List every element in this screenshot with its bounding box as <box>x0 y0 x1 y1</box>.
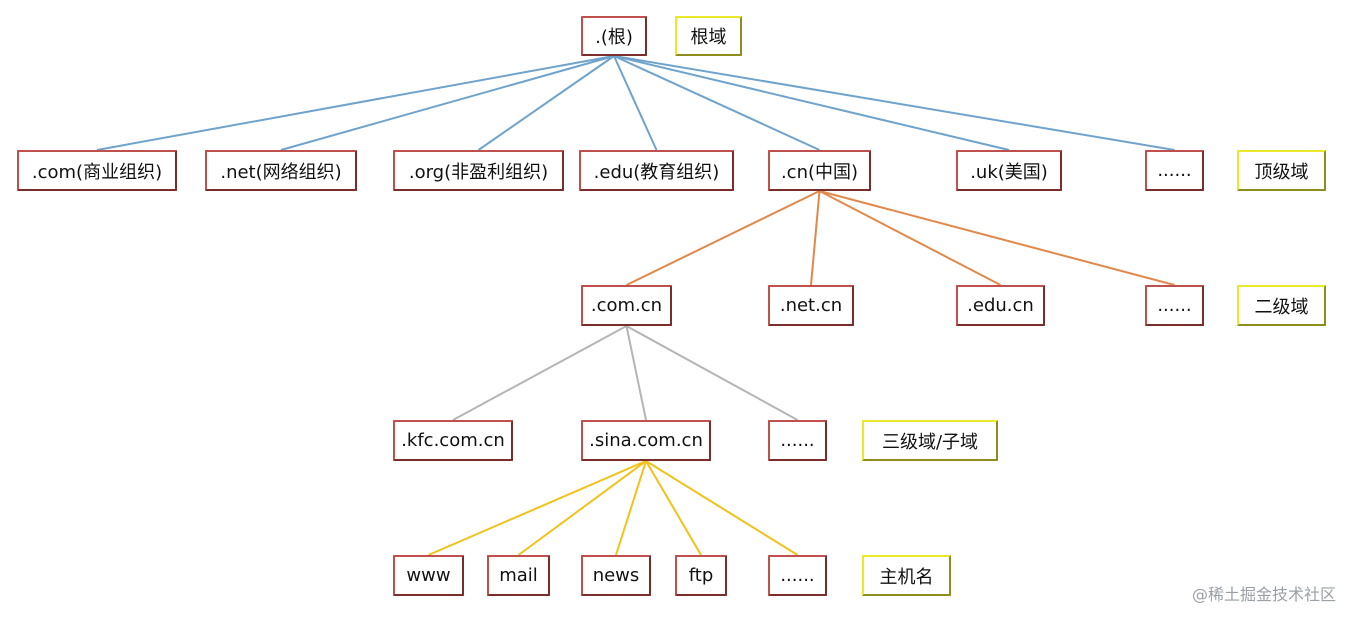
edge-root-edu <box>613 55 658 151</box>
node-tld-more: ...... <box>1145 150 1204 191</box>
node-ftp: ftp <box>675 555 727 596</box>
edge-cn-com_cn <box>626 190 820 286</box>
node-sina: .sina.com.cn <box>581 420 711 461</box>
node-net: .net(网络组织) <box>205 150 357 191</box>
edge-root-cn <box>613 55 820 151</box>
node-cn: .cn(中国) <box>768 150 871 191</box>
edge-com_cn-kfc <box>452 325 627 421</box>
edge-root-tld_more <box>613 55 1175 151</box>
node-host-more: ...... <box>768 555 827 596</box>
node-mail: mail <box>487 555 550 596</box>
edge-sina-news <box>615 460 647 556</box>
edge-sina-www <box>428 460 647 556</box>
edge-root-net <box>280 55 615 151</box>
node-third-more: ...... <box>768 420 827 461</box>
level-label-root: 根域 <box>675 16 742 56</box>
edge-sina-host_more <box>645 460 799 556</box>
level-label-second: 二级域 <box>1237 285 1326 326</box>
node-com: .com(商业组织) <box>17 150 177 191</box>
edge-cn-net_cn <box>810 190 821 286</box>
node-org: .org(非盈利组织) <box>393 150 564 191</box>
edge-com_cn-sina <box>625 325 647 421</box>
edge-root-com <box>96 55 615 151</box>
node-news: news <box>581 555 651 596</box>
edge-cn-edu_cn <box>819 190 1001 286</box>
node-net-cn: .net.cn <box>768 285 854 326</box>
node-sld-more: ...... <box>1145 285 1204 326</box>
node-edu: .edu(教育组织) <box>579 150 734 191</box>
level-label-top: 顶级域 <box>1237 150 1326 191</box>
node-edu-cn: .edu.cn <box>956 285 1045 326</box>
edge-com_cn-third_more <box>626 325 798 421</box>
edge-root-org <box>477 55 615 151</box>
level-label-host: 主机名 <box>862 555 951 596</box>
level-label-third: 三级域/子域 <box>862 420 998 461</box>
node-kfc: .kfc.com.cn <box>393 420 513 461</box>
node-com-cn: .com.cn <box>581 285 672 326</box>
node-root: .(根) <box>581 16 647 56</box>
edge-sina-ftp <box>645 460 702 556</box>
watermark: @稀土掘金技术社区 <box>1191 585 1336 604</box>
edge-cn-sld_more <box>819 190 1175 286</box>
edge-sina-mail <box>517 460 647 556</box>
node-uk: .uk(美国) <box>956 150 1062 191</box>
node-www: www <box>393 555 464 596</box>
edge-root-uk <box>613 55 1010 151</box>
